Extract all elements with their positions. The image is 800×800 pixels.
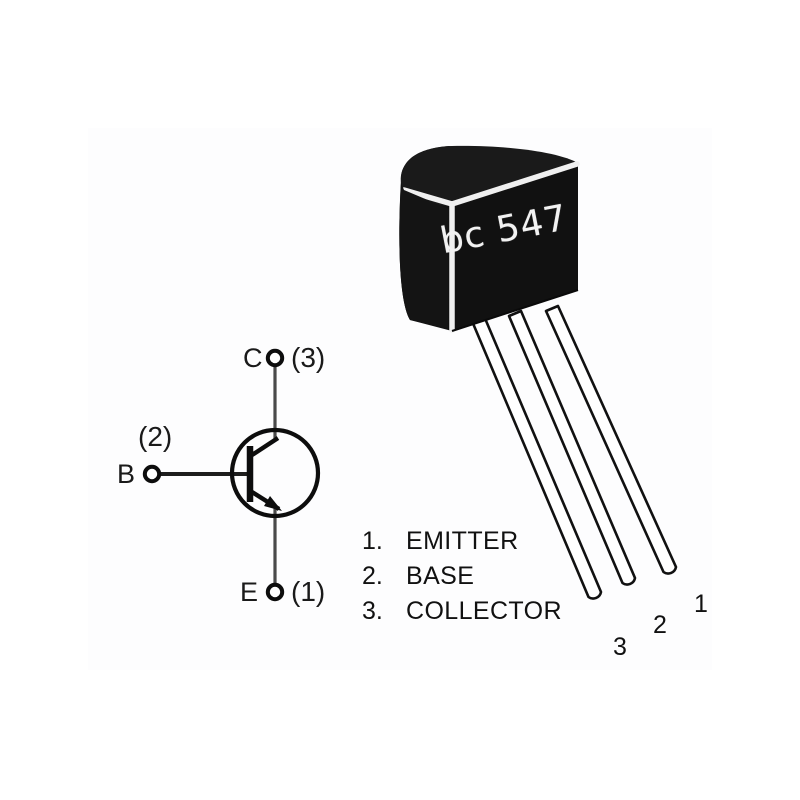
package-left-facet [399,183,449,329]
lead-number-3: 3 [613,633,627,661]
emitter-terminal-node [265,582,285,602]
emitter-arrowhead [264,496,282,511]
package-bottom-edge [451,289,579,332]
npn-transistor-symbol [142,348,321,602]
lead-2-shape [507,309,637,586]
base-terminal-letter: B [117,459,136,489]
legend-row: 1. EMITTER [362,527,592,562]
emitter-pin-number: (1) [291,576,326,607]
legend-label: COLLECTOR [406,597,562,625]
legend-row: 2. BASE [362,562,592,597]
legend-label: EMITTER [406,527,519,555]
emitter-terminal-letter: E [240,577,259,607]
legend-row: 3. COLLECTOR [362,597,592,632]
transistor-package [399,145,678,600]
collector-terminal-node [265,348,285,368]
transistor-envelope-circle [229,427,321,519]
package-leads [470,304,678,600]
base-terminal-node [142,464,162,484]
collector-electrode [250,436,280,457]
collector-pin-number: (3) [291,342,326,373]
pinout-legend: 1. EMITTER 2. BASE 3. COLLECTOR [362,527,592,632]
lead-3-shape [470,314,603,600]
base-pin-number: (2) [138,421,173,452]
package-top-cap [400,145,578,206]
legend-number: 2. [362,562,383,590]
lead-number-2: 2 [653,611,667,639]
lead-1-shape [544,304,678,575]
lead-number-1: 1 [694,590,708,618]
legend-number: 3. [362,597,383,625]
collector-terminal-letter: C [243,343,263,373]
legend-label: BASE [406,562,475,590]
legend-number: 1. [362,527,383,555]
